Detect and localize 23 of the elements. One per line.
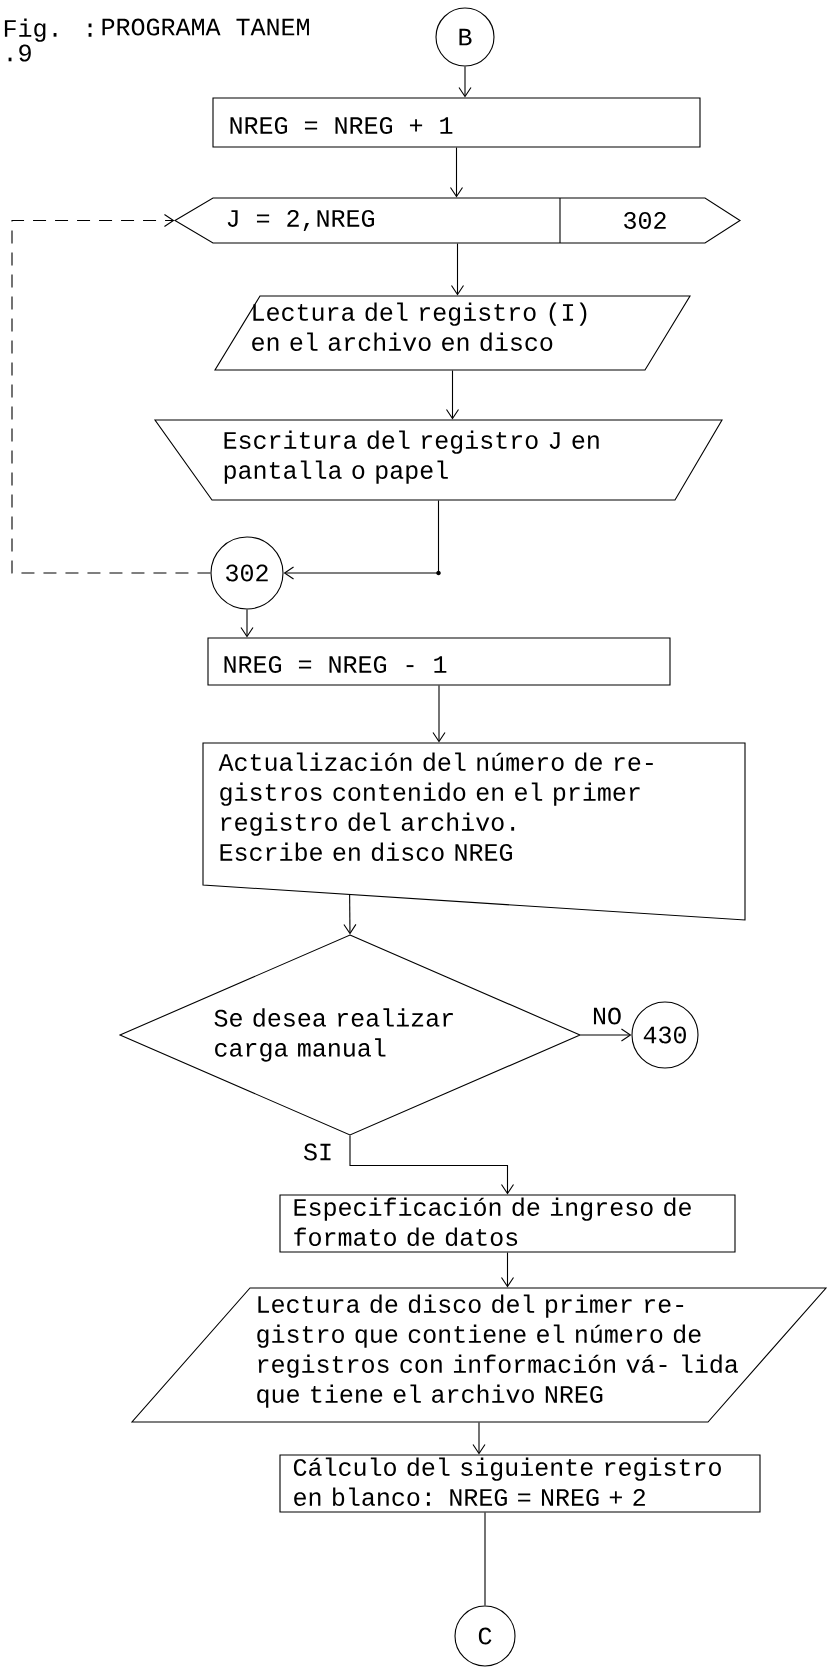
arrow bbox=[432, 685, 446, 743]
arrow bbox=[283, 500, 441, 580]
title: PROGRAMA TANEM bbox=[102, 18, 309, 36]
arrow bbox=[580, 1028, 632, 1042]
figure-label: .9 bbox=[8, 44, 31, 62]
process-box: Cálculo del siguiente registro en blanco: NREG = NREG + 2 bbox=[279, 1454, 761, 1513]
arrow bbox=[343, 894, 357, 935]
figure-label: Fig. : bbox=[4, 18, 92, 42]
arrow bbox=[472, 1422, 486, 1455]
arrow bbox=[240, 609, 254, 638]
arrow bbox=[458, 66, 472, 98]
input-output-parallelogram: Lectura del registro (I) en el archivo en disco bbox=[214, 295, 691, 371]
arrow bbox=[445, 370, 460, 420]
edge-label: NO bbox=[591, 1006, 623, 1026]
process-box: Especificación de ingreso de formato de datos bbox=[279, 1194, 736, 1253]
arrow bbox=[449, 147, 464, 198]
process-box: NREG = NREG - 1 bbox=[207, 637, 671, 686]
arrow bbox=[349, 1135, 515, 1195]
arrow bbox=[500, 1252, 515, 1288]
edge-label: SI bbox=[302, 1142, 334, 1162]
arrow bbox=[450, 243, 465, 296]
process-box: NREG = NREG + 1 bbox=[212, 97, 701, 148]
arrow bbox=[11, 213, 211, 574]
